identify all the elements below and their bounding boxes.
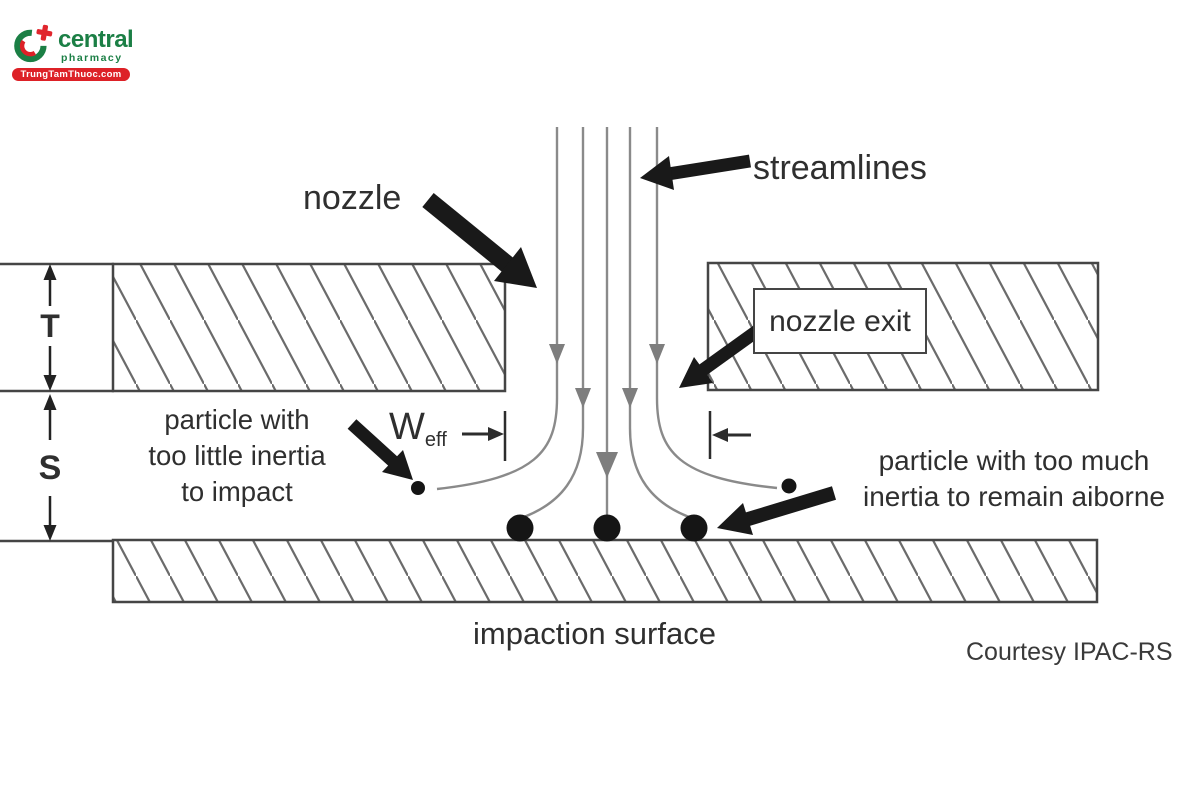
- particle-low-arrow: [347, 419, 413, 480]
- nozzle-exit-label: nozzle exit: [769, 304, 911, 338]
- nozzle-exit-arrow: [679, 325, 761, 388]
- weff-measure-right: [708, 411, 751, 459]
- nozzle-arrow: [422, 193, 537, 288]
- dimension-s-label: S: [38, 449, 62, 487]
- logo-brand-text: central: [58, 26, 134, 53]
- impaction-surface-plate: [111, 538, 1099, 604]
- airborne-particles: [411, 478, 797, 495]
- courtesy-credit-label: Courtesy IPAC-RS: [966, 638, 1173, 666]
- dimension-arrow-S: [43, 394, 57, 541]
- nozzle-exit-callout-box: nozzle exit: [753, 288, 927, 354]
- pharmacy-logo: central pharmacy TrungTamThuoc.com: [8, 16, 168, 86]
- streamline-arrowheads: [549, 344, 665, 478]
- impacted-particles: [506, 514, 708, 542]
- streamline-right-outer: [655, 127, 778, 490]
- particle-low-inertia-label: particle with too little inertia to impa…: [148, 404, 326, 507]
- weff-measure-left: [462, 411, 507, 461]
- streamline-left-outer: [436, 127, 559, 491]
- dimension-arrow-T: [43, 264, 57, 391]
- streamline-left-inner: [523, 127, 585, 519]
- callout-arrows: [347, 154, 837, 535]
- logo-subtitle-text: pharmacy: [61, 52, 123, 64]
- streamlines-arrow: [640, 154, 752, 190]
- particle-high-inertia-label: particle with too much inertia to remain…: [863, 445, 1165, 513]
- w-subscript: eff: [424, 429, 447, 451]
- dimension-t-label: T: [40, 308, 60, 344]
- logo-c-icon: [14, 24, 53, 63]
- impaction-surface-label: impaction surface: [473, 616, 716, 651]
- effective-width-label: Weff: [389, 403, 447, 453]
- streamline-right-inner: [628, 127, 690, 519]
- logo-plus-icon: [36, 24, 53, 41]
- dimension-reference-lines: [0, 262, 114, 543]
- streamlines-label: streamlines: [753, 149, 927, 187]
- nozzle-label: nozzle: [303, 179, 402, 217]
- nozzle-plate-left: [111, 262, 507, 393]
- logo-tagline-badge: TrungTamThuoc.com: [12, 68, 130, 81]
- particle-high-arrow: [717, 486, 837, 535]
- w-symbol: W: [389, 406, 425, 448]
